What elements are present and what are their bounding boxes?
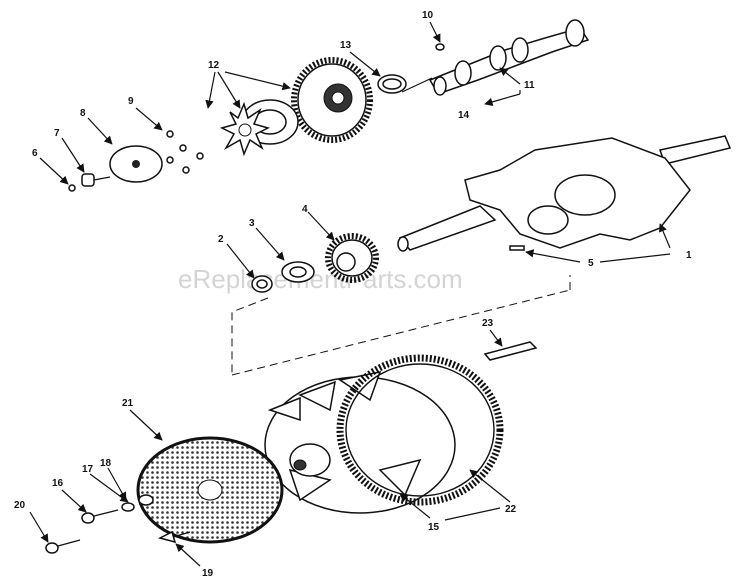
callout-7: 7 [54, 128, 60, 139]
part-7-screw [81, 173, 111, 187]
part-14-pin [401, 77, 433, 93]
part-22-ring-gear [336, 354, 504, 506]
callout-16: 16 [52, 478, 64, 489]
part-4-crank-gear [325, 233, 379, 283]
crankshaft [397, 135, 732, 252]
part-15-flywheel [264, 371, 456, 514]
callout-11: 11 [524, 80, 535, 91]
callout-9: 9 [128, 96, 134, 107]
callout-18: 18 [100, 458, 112, 469]
callout-2: 2 [218, 234, 224, 245]
part-6-washer [68, 184, 76, 192]
part-21-screen [136, 436, 284, 544]
callout-12: 12 [208, 60, 220, 71]
callout-leaders [29, 21, 671, 567]
callout-10: 10 [422, 10, 434, 21]
part-5-key [509, 245, 525, 251]
callout-labels: 1 2 3 4 5 6 7 8 9 10 11 12 13 14 15 16 1… [14, 10, 692, 579]
watermark-text: eReplacementParts.com [178, 264, 463, 294]
callout-15: 15 [428, 522, 440, 533]
callout-22: 22 [505, 504, 517, 515]
callout-4: 4 [302, 204, 308, 215]
callout-17: 17 [82, 464, 94, 475]
part-12-governor [219, 101, 271, 157]
part-23-key [483, 341, 538, 361]
callout-14: 14 [458, 110, 470, 121]
part-20-screw [45, 539, 81, 554]
camshaft [428, 19, 590, 96]
part-17-washer [121, 502, 135, 512]
callout-5: 5 [588, 258, 594, 269]
part-9-balls [166, 130, 204, 174]
callout-21: 21 [122, 398, 134, 409]
callout-13: 13 [340, 40, 352, 51]
callout-19: 19 [202, 568, 214, 579]
part-10-ball [435, 43, 445, 51]
callout-3: 3 [249, 218, 255, 229]
callout-23: 23 [482, 318, 494, 329]
callout-20: 20 [14, 500, 26, 511]
callout-8: 8 [80, 108, 86, 119]
callout-6: 6 [32, 148, 38, 159]
callout-1: 1 [686, 250, 692, 261]
part-16-bolt [81, 509, 119, 524]
part-18-washer [138, 494, 154, 506]
cam-gear [291, 57, 373, 143]
part-19-screw [157, 530, 191, 544]
alignment-dashes [231, 275, 571, 376]
